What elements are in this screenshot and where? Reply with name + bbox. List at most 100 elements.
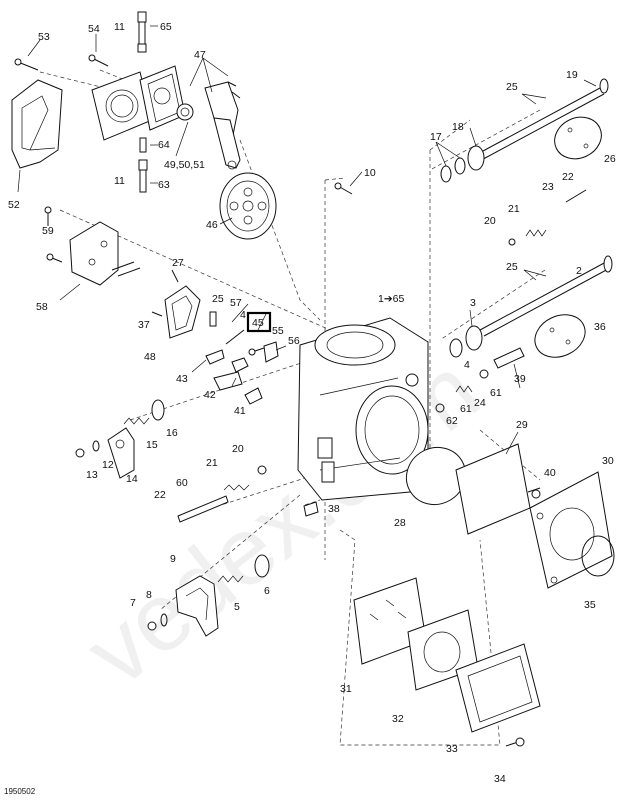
- gasket-29: [455, 443, 531, 535]
- shaft-2: [479, 255, 613, 337]
- gasket-plate: [91, 71, 153, 141]
- callout-36: 36: [594, 321, 606, 333]
- callout-15: 15: [146, 439, 158, 451]
- callout-59: 59: [42, 225, 54, 237]
- bracket-48: [164, 285, 201, 339]
- callout-19: 19: [566, 69, 578, 81]
- spring-5-bushing-6: [217, 554, 270, 583]
- callout-56: 56: [288, 335, 300, 347]
- studs-lower: [138, 137, 148, 193]
- callout-52: 52: [8, 199, 20, 211]
- screw-37: [151, 311, 163, 317]
- callout-14: 14: [126, 473, 138, 485]
- cover-30: [529, 471, 613, 589]
- callout-28: 28: [394, 517, 406, 529]
- callout-32: 32: [392, 713, 404, 725]
- callout-21b: 21: [206, 457, 218, 469]
- callout-58: 58: [36, 301, 48, 313]
- shaft-19: [469, 78, 609, 165]
- callout-62: 62: [446, 415, 458, 427]
- plate-26: [554, 116, 602, 160]
- callout-39: 39: [514, 373, 526, 385]
- callout-54: 54: [88, 23, 100, 35]
- lever-assembly: [204, 81, 241, 170]
- callout-4b: 4: [464, 359, 470, 371]
- callout-22: 22: [562, 171, 574, 183]
- screw-40: [527, 487, 541, 499]
- callout-46: 46: [206, 219, 218, 231]
- callout-13: 13: [86, 469, 98, 481]
- screw-54: [88, 54, 109, 67]
- callout-6: 6: [264, 585, 270, 597]
- spring-15-bushing-16: [123, 399, 165, 425]
- callout-8: 8: [146, 589, 152, 601]
- callout-60: 60: [176, 477, 188, 489]
- callout-17: 17: [430, 131, 442, 143]
- callout-20b: 20: [232, 443, 244, 455]
- callout-25: 25: [212, 293, 224, 305]
- callout-31: 31: [340, 683, 352, 695]
- callout-18: 18: [452, 121, 464, 133]
- pump-housing: [139, 65, 194, 131]
- screw-10: [334, 182, 353, 195]
- diaphragm-28: [405, 446, 467, 506]
- idle-lever-14: [107, 427, 135, 479]
- seals-17-18: [440, 145, 485, 183]
- plug-38: [303, 501, 319, 517]
- callout-55: 55: [272, 325, 284, 337]
- callout-61: 61: [460, 403, 472, 415]
- callout-labels: 53 54 11 65 47 52 64 49,50,51 11 63 46 5…: [8, 21, 616, 785]
- callout-27: 27: [172, 257, 184, 269]
- seals-3-4: [449, 325, 483, 358]
- callout-7: 7: [130, 597, 136, 609]
- callout-38: 38: [328, 503, 340, 515]
- callout-64: 64: [158, 139, 170, 151]
- callout-25c: 25: [506, 261, 518, 273]
- callout-11b: 11: [114, 175, 125, 187]
- callout-29: 29: [516, 419, 528, 431]
- needle-60-spring-21: [177, 465, 267, 523]
- callout-1-65: 1➔65: [378, 293, 404, 305]
- callout-40: 40: [544, 467, 556, 479]
- callout-41: 41: [234, 405, 246, 417]
- screw-53: [14, 58, 39, 71]
- callout-65: 65: [160, 21, 172, 33]
- callout-2: 2: [576, 265, 582, 277]
- callout-34: 34: [494, 773, 506, 785]
- callout-45: 45: [252, 317, 264, 329]
- screw-13-washer-12: [75, 440, 100, 458]
- callout-49-50-51: 49,50,51: [164, 159, 205, 171]
- callout-35: 35: [584, 599, 596, 611]
- oring-35: [581, 535, 615, 577]
- callout-4: 4: [240, 309, 246, 321]
- callout-43: 43: [176, 373, 188, 385]
- springs-24-61: [435, 369, 489, 413]
- figure-reference: 1950502: [4, 787, 36, 796]
- callout-20: 20: [484, 215, 496, 227]
- cover-33: [455, 643, 541, 733]
- highlight-box-45: [246, 311, 272, 333]
- callout-53: 53: [38, 31, 50, 43]
- callout-11: 11: [114, 21, 125, 33]
- callout-22b: 22: [154, 489, 166, 501]
- callout-25b: 25: [506, 81, 518, 93]
- screws-59: [44, 206, 63, 263]
- callout-57: 57: [230, 297, 242, 309]
- screw-7-washer-8: [147, 613, 168, 631]
- callout-42: 42: [204, 389, 216, 401]
- screw-27: [171, 269, 179, 283]
- callout-33: 33: [446, 743, 458, 755]
- callout-24: 24: [474, 397, 486, 409]
- studs-upper: [137, 11, 147, 53]
- carburetor-body: [297, 317, 429, 501]
- callout-10: 10: [364, 167, 376, 179]
- screw-34: [505, 737, 525, 747]
- callout-61b: 61: [490, 387, 502, 399]
- callout-12: 12: [102, 459, 114, 471]
- leader-lines: [17, 25, 597, 455]
- lever-39: [493, 347, 525, 369]
- callout-23: 23: [542, 181, 554, 193]
- callout-47: 47: [194, 49, 206, 61]
- callout-48: 48: [144, 351, 156, 363]
